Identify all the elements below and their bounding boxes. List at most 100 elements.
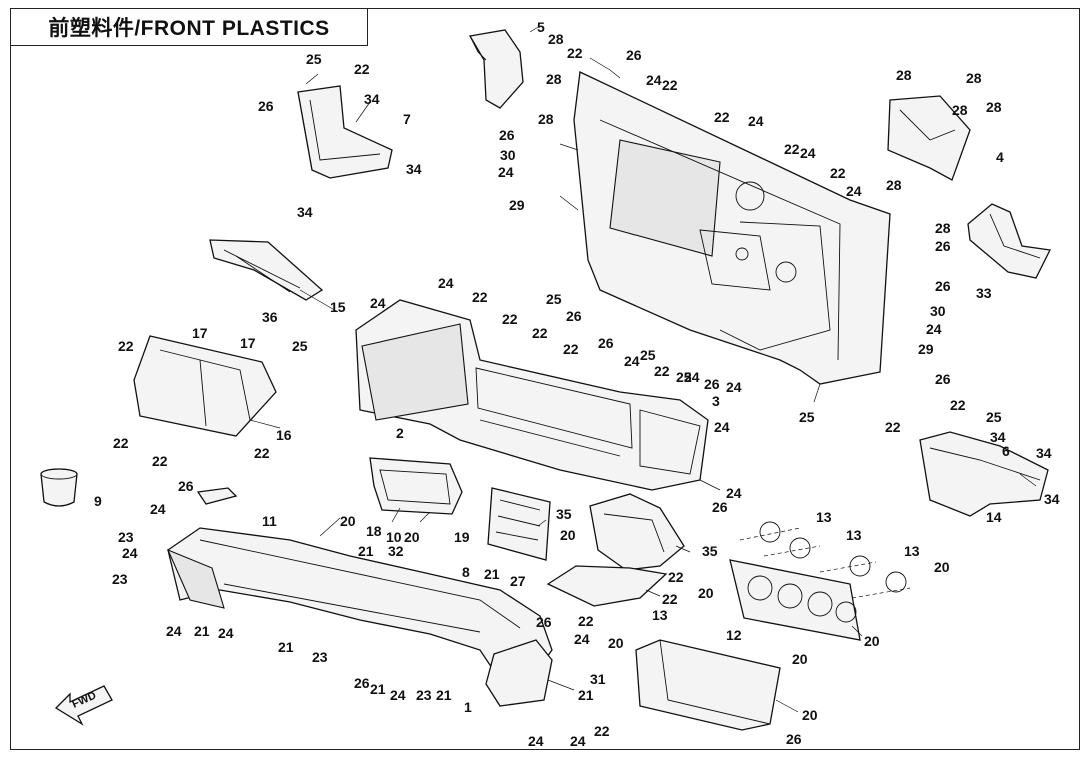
callout-label: 22	[578, 613, 594, 629]
callout-label: 24	[570, 733, 586, 749]
callout-label: 26	[499, 127, 515, 143]
part-11-dashboard	[166, 527, 553, 681]
part-9-duct	[196, 487, 238, 505]
callout-label: 1	[464, 699, 472, 715]
callout-label: 22	[950, 397, 966, 413]
callout-label: 14	[986, 509, 1002, 525]
part-31-tray	[635, 639, 781, 731]
callout-label: 21	[278, 639, 294, 655]
callout-label: 23	[118, 529, 134, 545]
callout-label: 24	[684, 369, 700, 385]
callout-label: 28	[952, 102, 968, 118]
callout-label: 16	[276, 427, 292, 443]
part-13-gauges	[739, 521, 911, 599]
part-6-storage	[919, 431, 1049, 517]
callout-label: 25	[986, 409, 1002, 425]
callout-label: 26	[598, 335, 614, 351]
callout-label: 22	[113, 435, 129, 451]
callout-label: 22	[354, 61, 370, 77]
callout-label: 18	[366, 523, 382, 539]
fwd-arrow	[54, 685, 113, 726]
callout-label: 25	[306, 51, 322, 67]
callout-label: 22	[472, 289, 488, 305]
callout-label: 24	[726, 485, 742, 501]
part-19-grille	[487, 487, 551, 561]
callout-label: 25	[292, 338, 308, 354]
callout-label: 29	[509, 197, 525, 213]
callout-label: 26	[704, 376, 720, 392]
callout-label: 20	[934, 559, 950, 575]
callout-label: 24	[846, 183, 862, 199]
callout-label: 22	[152, 453, 168, 469]
callout-label: 7	[403, 111, 411, 127]
callout-label: 24	[714, 419, 730, 435]
callout-label: 28	[548, 31, 564, 47]
callout-label: 5	[537, 19, 545, 35]
callout-label: 26	[354, 675, 370, 691]
callout-label: 22	[502, 311, 518, 327]
callout-labels: 5 28 28 22 26 24 22 28 28 28 28 4 28 25 …	[94, 19, 1060, 749]
callout-label: 26	[786, 731, 802, 747]
callout-label: 10	[386, 529, 402, 545]
callout-label: 32	[388, 543, 404, 559]
callout-label: 26	[935, 278, 951, 294]
callout-label: 22	[567, 45, 583, 61]
part-4-bracket	[887, 95, 971, 181]
callout-label: 24	[528, 733, 544, 749]
callout-label: 34	[297, 204, 313, 220]
callout-label: 20	[802, 707, 818, 723]
part-14-cup-holder	[40, 468, 78, 507]
callout-label: 33	[976, 285, 992, 301]
callout-label: 6	[1002, 443, 1010, 459]
callout-label: 20	[792, 651, 808, 667]
callout-label: 30	[930, 303, 946, 319]
callout-label: 26	[626, 47, 642, 63]
callout-label: 22	[714, 109, 730, 125]
callout-label: 36	[262, 309, 278, 325]
callout-label: 2	[396, 425, 404, 441]
callout-label: 22	[563, 341, 579, 357]
callout-label: 23	[312, 649, 328, 665]
callout-label: 26	[935, 371, 951, 387]
callout-label: 24	[624, 353, 640, 369]
callout-label: 22	[254, 445, 270, 461]
callout-label: 24	[726, 379, 742, 395]
callout-label: 13	[816, 509, 832, 525]
callout-label: 17	[240, 335, 256, 351]
part-32-dash-cover	[589, 493, 685, 571]
callout-label: 28	[886, 177, 902, 193]
callout-label: 28	[896, 67, 912, 83]
callout-label: 17	[192, 325, 208, 341]
callout-label: 23	[416, 687, 432, 703]
callout-label: 34	[364, 91, 380, 107]
callout-label: 22	[118, 338, 134, 354]
callout-label: 13	[904, 543, 920, 559]
callout-label: 28	[935, 220, 951, 236]
callout-label: 3	[712, 393, 720, 409]
callout-label: 22	[594, 723, 610, 739]
callout-label: 25	[676, 369, 692, 385]
callout-label: 4	[996, 149, 1004, 165]
callout-label: 26	[258, 98, 274, 114]
callout-label: 25	[799, 409, 815, 425]
callout-label: 13	[846, 527, 862, 543]
callout-label: 31	[590, 671, 606, 687]
callout-label: 27	[510, 573, 526, 589]
callout-label: 26	[178, 478, 194, 494]
callout-label: 20	[698, 585, 714, 601]
part-15-vent	[209, 239, 324, 301]
callout-label: 24	[926, 321, 942, 337]
callout-label: 24	[748, 113, 764, 129]
callout-label: 21	[358, 543, 374, 559]
callout-label: 22	[784, 141, 800, 157]
callout-label: 22	[662, 591, 678, 607]
callout-label: 24	[438, 275, 454, 291]
callout-label: 26	[536, 614, 552, 630]
callout-label: 15	[330, 299, 346, 315]
callout-label: 24	[150, 501, 166, 517]
callout-label: 25	[640, 347, 656, 363]
callout-label: 35	[702, 543, 718, 559]
callout-label: 22	[830, 165, 846, 181]
callout-label: 22	[532, 325, 548, 341]
